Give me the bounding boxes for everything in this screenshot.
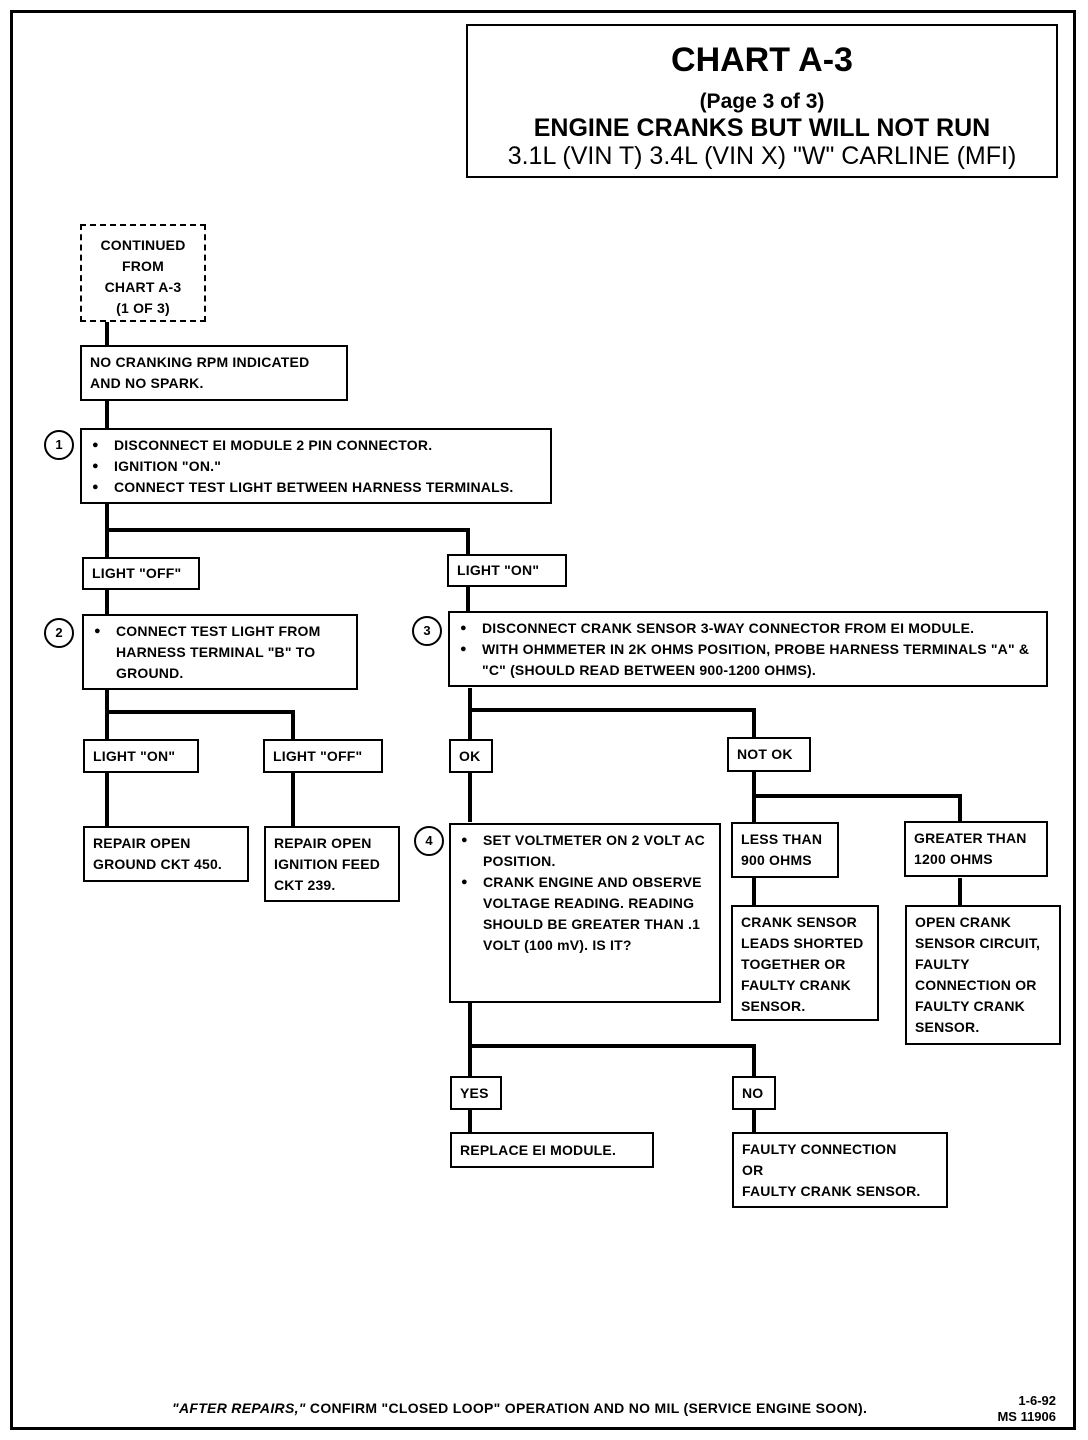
repair-ground-box: REPAIR OPEN GROUND CKT 450.: [83, 826, 249, 882]
replace-ei-text: REPLACE EI MODULE.: [460, 1142, 617, 1158]
ok-text: OK: [459, 748, 481, 764]
step-1-item: DISCONNECT EI MODULE 2 PIN CONNECTOR.: [90, 435, 542, 456]
continued-line: CHART A-3: [104, 279, 182, 295]
footer-rest-text: CONFIRM "CLOSED LOOP" OPERATION AND NO M…: [305, 1400, 868, 1416]
s2-light-on-label: LIGHT "ON": [83, 739, 199, 773]
ok-label: OK: [449, 739, 493, 773]
continued-line: FROM: [121, 258, 164, 274]
greater-than-box: GREATER THAN 1200 OHMS: [904, 821, 1048, 877]
chart-title: CHART A-3: [671, 41, 853, 79]
repair-ignition-text: REPAIR OPEN IGNITION FEED CKT 239.: [274, 835, 381, 893]
step-4-marker: 4: [414, 826, 444, 856]
no-cranking-text: NO CRANKING RPM INDICATED AND NO SPARK.: [90, 354, 310, 391]
step-number: 3: [423, 623, 431, 638]
connector: [752, 708, 756, 738]
repair-ground-text: REPAIR OPEN GROUND CKT 450.: [93, 835, 223, 872]
faulty-line: OR: [742, 1162, 764, 1178]
chart-heading: ENGINE CRANKS BUT WILL NOT RUN: [533, 114, 991, 142]
connector: [105, 588, 109, 616]
light-on-text: LIGHT "ON": [457, 562, 540, 578]
step-1-box: DISCONNECT EI MODULE 2 PIN CONNECTOR. IG…: [80, 428, 552, 504]
connector: [468, 688, 472, 740]
connector: [752, 772, 756, 824]
step-4-item: CRANK ENGINE AND OBSERVE VOLTAGE READING…: [459, 872, 711, 956]
connector: [105, 710, 295, 714]
not-ok-text: NOT OK: [737, 746, 793, 762]
step-2-box: CONNECT TEST LIGHT FROM HARNESS TERMINAL…: [82, 614, 358, 690]
step-1-item: CONNECT TEST LIGHT BETWEEN HARNESS TERMI…: [90, 477, 542, 498]
faulty-line: FAULTY CRANK SENSOR.: [742, 1183, 921, 1199]
connector: [752, 1108, 756, 1134]
doc-ms-number: MS 11906: [997, 1409, 1056, 1424]
not-ok-label: NOT OK: [727, 737, 811, 772]
connector: [468, 1044, 756, 1048]
step-4-item: SET VOLTMETER ON 2 VOLT AC POSITION.: [459, 830, 711, 872]
replace-ei-box: REPLACE EI MODULE.: [450, 1132, 654, 1168]
connector: [105, 400, 109, 430]
light-on-label: LIGHT "ON": [447, 554, 567, 587]
step-2-item: CONNECT TEST LIGHT FROM HARNESS TERMINAL…: [92, 621, 348, 684]
continued-line: (1 OF 3): [116, 300, 170, 316]
connector: [752, 1044, 756, 1078]
crank-shorted-text: CRANK SENSOR LEADS SHORTED TOGETHER OR F…: [741, 914, 864, 1014]
step-3-marker: 3: [412, 616, 442, 646]
yes-text: YES: [460, 1085, 489, 1101]
light-off-text: LIGHT "OFF": [92, 565, 182, 581]
doc-date: 1-6-92: [1018, 1393, 1056, 1408]
connector: [105, 320, 109, 346]
connector: [468, 1002, 472, 1078]
step-1-marker: 1: [44, 430, 74, 460]
step-number: 4: [425, 833, 433, 848]
connector: [105, 690, 109, 742]
after-repairs-text: "AFTER REPAIRS,": [172, 1400, 306, 1416]
connector: [466, 586, 470, 612]
light-off-label: LIGHT "OFF": [82, 557, 200, 590]
document-reference: 1-6-92 MS 11906: [997, 1393, 1056, 1425]
no-text: NO: [742, 1085, 764, 1101]
connector: [468, 1108, 472, 1134]
no-cranking-box: NO CRANKING RPM INDICATED AND NO SPARK.: [80, 345, 348, 401]
connector: [958, 878, 962, 906]
title-block: CHART A-3 (Page 3 of 3) ENGINE CRANKS BU…: [466, 24, 1058, 178]
footer-note: "AFTER REPAIRS," CONFIRM "CLOSED LOOP" O…: [172, 1400, 867, 1416]
step-3-box: DISCONNECT CRANK SENSOR 3-WAY CONNECTOR …: [448, 611, 1048, 687]
connector: [468, 708, 756, 712]
continued-line: CONTINUED: [100, 237, 186, 253]
step-1-item: IGNITION "ON.": [90, 456, 542, 477]
connector: [105, 772, 109, 828]
chart-subheading: 3.1L (VIN T) 3.4L (VIN X) "W" CARLINE (M…: [507, 142, 1017, 170]
less-than-box: LESS THAN 900 OHMS: [731, 822, 839, 878]
faulty-line: FAULTY CONNECTION: [742, 1141, 897, 1157]
step-3-item: WITH OHMMETER IN 2K OHMS POSITION, PROBE…: [458, 639, 1038, 681]
repair-ignition-box: REPAIR OPEN IGNITION FEED CKT 239.: [264, 826, 400, 902]
step-4-box: SET VOLTMETER ON 2 VOLT AC POSITION. CRA…: [449, 823, 721, 1003]
page-frame: [10, 10, 1076, 1430]
continued-from-box: CONTINUED FROM CHART A-3 (1 OF 3): [80, 224, 206, 322]
no-label: NO: [732, 1076, 776, 1110]
open-crank-text: OPEN CRANK SENSOR CIRCUIT, FAULTY CONNEC…: [915, 914, 1041, 1035]
faulty-connection-box: FAULTY CONNECTION OR FAULTY CRANK SENSOR…: [732, 1132, 948, 1208]
connector: [291, 710, 295, 740]
connector: [958, 794, 962, 822]
page-indicator: (Page 3 of 3): [699, 90, 825, 113]
connector: [291, 772, 295, 828]
less-than-text: LESS THAN 900 OHMS: [741, 831, 823, 868]
s2-light-on-text: LIGHT "ON": [93, 748, 176, 764]
step-number: 1: [55, 437, 63, 452]
connector: [752, 794, 962, 798]
step-number: 2: [55, 625, 63, 640]
step-2-marker: 2: [44, 618, 74, 648]
open-crank-box: OPEN CRANK SENSOR CIRCUIT, FAULTY CONNEC…: [905, 905, 1061, 1045]
s2-light-off-label: LIGHT "OFF": [263, 739, 383, 773]
crank-shorted-box: CRANK SENSOR LEADS SHORTED TOGETHER OR F…: [731, 905, 879, 1021]
yes-label: YES: [450, 1076, 502, 1110]
connector: [466, 528, 470, 556]
s2-light-off-text: LIGHT "OFF": [273, 748, 363, 764]
connector: [468, 772, 472, 822]
step-3-item: DISCONNECT CRANK SENSOR 3-WAY CONNECTOR …: [458, 618, 1038, 639]
connector: [752, 878, 756, 906]
greater-than-text: GREATER THAN 1200 OHMS: [914, 830, 1027, 867]
connector: [105, 528, 469, 532]
